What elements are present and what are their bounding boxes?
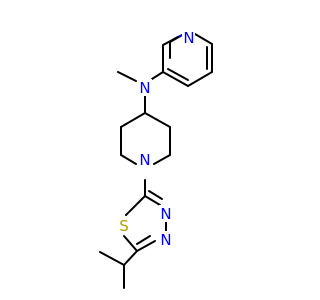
bond <box>123 250 138 266</box>
bond <box>144 195 161 206</box>
bond <box>144 112 171 128</box>
atom-label: N <box>139 79 150 97</box>
bond <box>162 36 179 46</box>
atom-label: S <box>119 217 129 235</box>
bond <box>148 190 163 200</box>
atom-pyridine-n: N <box>182 29 195 47</box>
structure-drawing: N N N N N S <box>99 29 213 289</box>
atom-label: N <box>183 29 194 47</box>
bond <box>99 251 125 266</box>
bond <box>136 235 151 245</box>
bond <box>123 235 138 252</box>
bond <box>120 154 137 165</box>
atom-thiadiazole-n3: N <box>159 205 173 223</box>
bond <box>153 154 171 165</box>
atom-label: N <box>160 205 171 223</box>
atom-thiadiazole-n4: N <box>159 231 173 249</box>
atom-label: N <box>139 151 150 169</box>
atom-thiadiazole-s: S <box>117 217 131 235</box>
atom-amine-n: N <box>138 79 152 97</box>
piperidine-ring <box>120 112 171 165</box>
bond <box>167 68 189 81</box>
bond <box>162 71 189 87</box>
thiadiazole-ring <box>123 190 167 252</box>
bond <box>187 71 213 87</box>
bond <box>125 195 146 216</box>
molecule-canvas: N N N N N S <box>99 29 213 289</box>
atom-piperidine-n: N <box>138 151 152 169</box>
bond <box>151 71 164 80</box>
isopropyl-group <box>99 250 138 289</box>
atom-label: N <box>160 231 171 249</box>
bond <box>136 240 156 252</box>
methyl-bond <box>117 71 137 82</box>
bond <box>194 33 213 45</box>
bond <box>120 112 146 128</box>
